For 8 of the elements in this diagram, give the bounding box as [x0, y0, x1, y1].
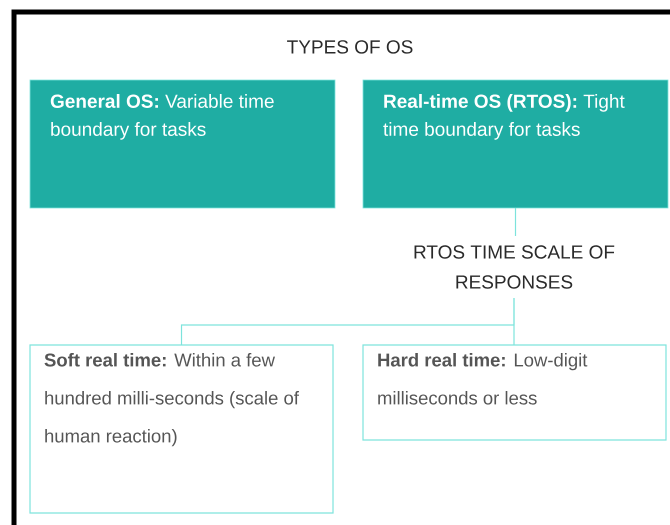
diagram-title: TYPES OF OS: [287, 40, 412, 54]
section-heading: RTOS TIME SCALE OF RESPONSES: [414, 245, 614, 289]
connector-line: [514, 208, 516, 236]
response-box: Hard real time: Low-digit milliseconds or less: [362, 344, 667, 441]
response-box: Soft real time: Within a few hundred milli-seconds (scale of human reaction): [29, 344, 334, 514]
os-type-box: General OS: Variable time boundary for tasks: [30, 80, 336, 208]
os-type-box: Real-time OS (RTOS): Tight time boundary for tasks: [362, 80, 668, 208]
connector-line: [513, 298, 515, 345]
